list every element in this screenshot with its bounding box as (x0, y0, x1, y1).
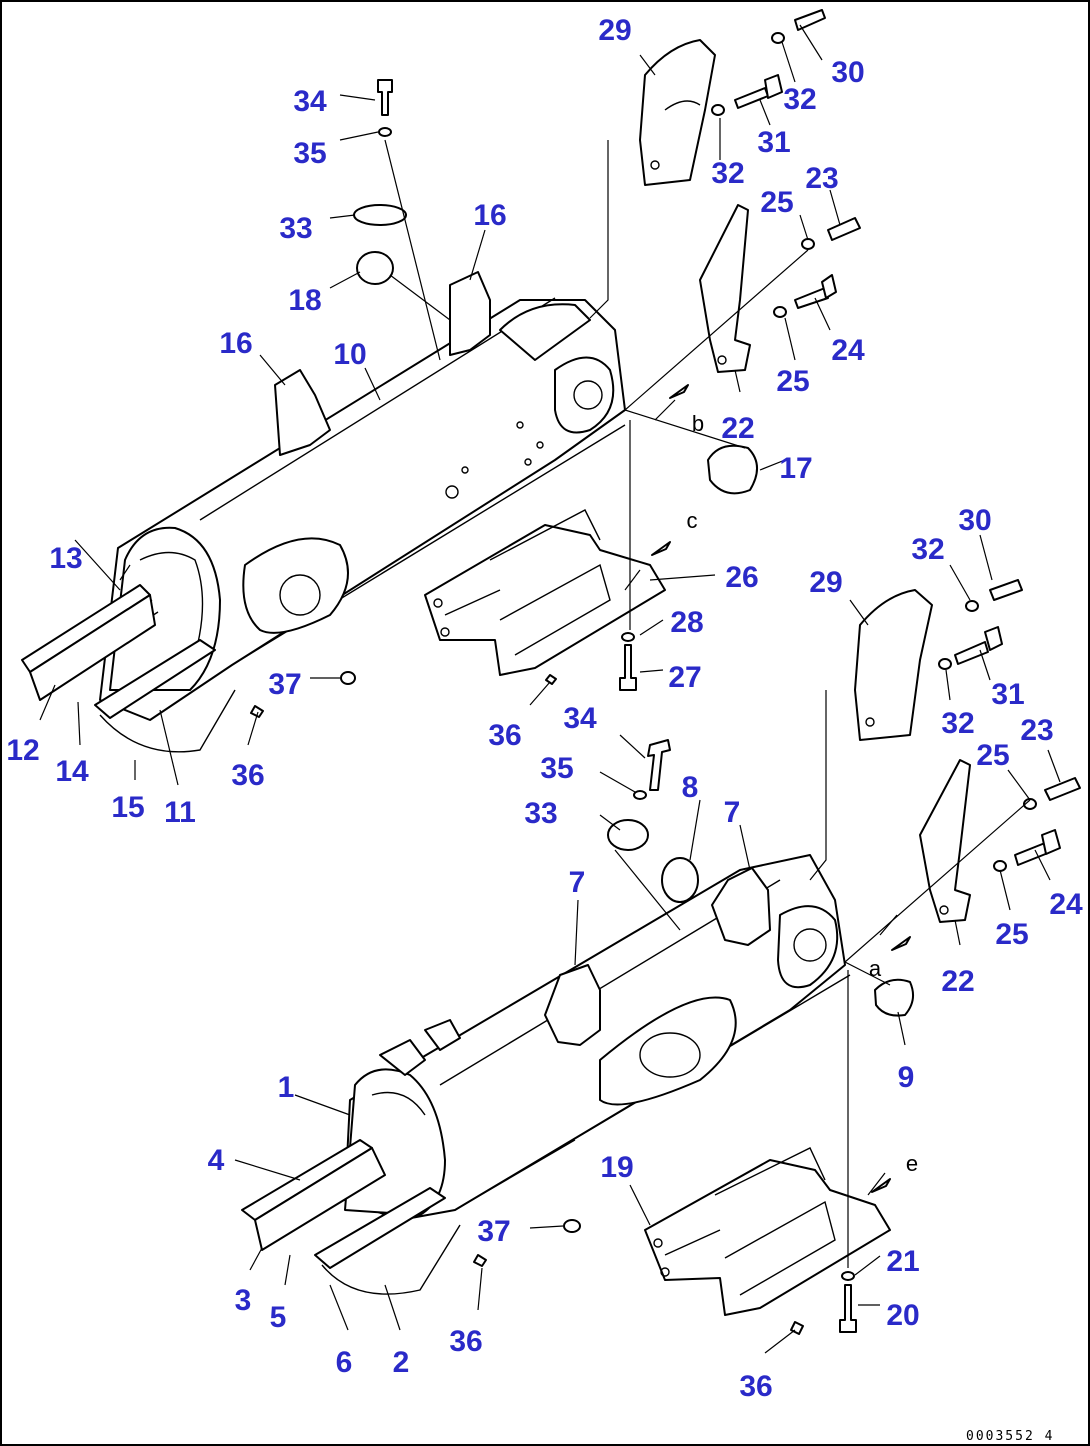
callout-12: 12 (6, 734, 39, 767)
callout-34: 34 (563, 702, 597, 735)
upper-track-frame (21, 79, 758, 753)
callout-36: 36 (231, 759, 264, 792)
callout-35: 35 (540, 752, 573, 785)
callout-15: 15 (111, 791, 144, 824)
drawing-code: 0003552 4 (966, 1429, 1054, 1444)
callout-13: 13 (49, 542, 82, 575)
upper-guard-assembly (639, 9, 861, 373)
callout-36: 36 (739, 1370, 772, 1403)
callout-29: 29 (809, 566, 842, 599)
callout-35: 35 (293, 137, 326, 170)
callout-30: 30 (831, 56, 864, 89)
lower-bogie (250, 705, 891, 1335)
leader-lines (39, 24, 1061, 1354)
callout-25: 25 (760, 186, 793, 219)
callout-24: 24 (831, 334, 865, 367)
callout-25: 25 (995, 918, 1028, 951)
callout-16: 16 (219, 327, 252, 360)
callout-20: 20 (886, 1299, 919, 1332)
callout-32: 32 (941, 707, 974, 740)
callout-34: 34 (293, 85, 327, 118)
callout-30: 30 (958, 504, 991, 537)
callout-6: 6 (336, 1346, 353, 1379)
callout-22: 22 (941, 965, 974, 998)
callout-31: 31 (991, 678, 1024, 711)
callout-25: 25 (976, 739, 1009, 772)
view-marks: b c a e (687, 411, 919, 1176)
callout-21: 21 (886, 1245, 919, 1278)
callout-22: 22 (721, 412, 754, 445)
callout-5: 5 (270, 1301, 287, 1334)
callout-9: 9 (898, 1061, 915, 1094)
callout-24: 24 (1049, 888, 1083, 921)
callout-37: 37 (477, 1215, 510, 1248)
callout-25: 25 (776, 365, 809, 398)
callout-18: 18 (288, 284, 321, 317)
lower-track-frame (241, 671, 915, 1295)
callout-23: 23 (805, 162, 838, 195)
view-mark-a: a (869, 956, 882, 981)
callout-29: 29 (598, 14, 631, 47)
view-arrows (651, 384, 911, 1193)
callout-11: 11 (164, 796, 196, 829)
callout-4: 4 (208, 1144, 225, 1177)
callout-7: 7 (569, 866, 586, 899)
callout-19: 19 (600, 1151, 633, 1184)
callout-33: 33 (279, 212, 312, 245)
callout-27: 27 (668, 661, 701, 694)
callout-8: 8 (682, 771, 699, 804)
callout-16: 16 (473, 199, 506, 232)
callout-37: 37 (268, 668, 301, 701)
lower-guard-assembly (854, 579, 1081, 923)
callout-28: 28 (670, 606, 703, 639)
callout-23: 23 (1020, 714, 1053, 747)
callout-1: 1 (278, 1071, 295, 1104)
callout-32: 32 (911, 533, 944, 566)
view-mark-c: c (687, 508, 698, 533)
callout-36: 36 (449, 1325, 482, 1358)
callout-14: 14 (55, 755, 89, 788)
view-mark-b: b (692, 411, 704, 436)
callout-7: 7 (724, 796, 741, 829)
callout-10: 10 (333, 338, 366, 371)
callout-17: 17 (779, 452, 812, 485)
callout-3: 3 (235, 1284, 252, 1317)
callout-26: 26 (725, 561, 758, 594)
callout-33: 33 (524, 797, 557, 830)
callout-32: 32 (783, 83, 816, 116)
callout-32: 32 (711, 157, 744, 190)
view-mark-e: e (906, 1151, 918, 1176)
callout-2: 2 (393, 1346, 410, 1379)
upper-bogie (424, 509, 666, 691)
callout-31: 31 (757, 126, 790, 159)
callout-36: 36 (488, 719, 521, 752)
